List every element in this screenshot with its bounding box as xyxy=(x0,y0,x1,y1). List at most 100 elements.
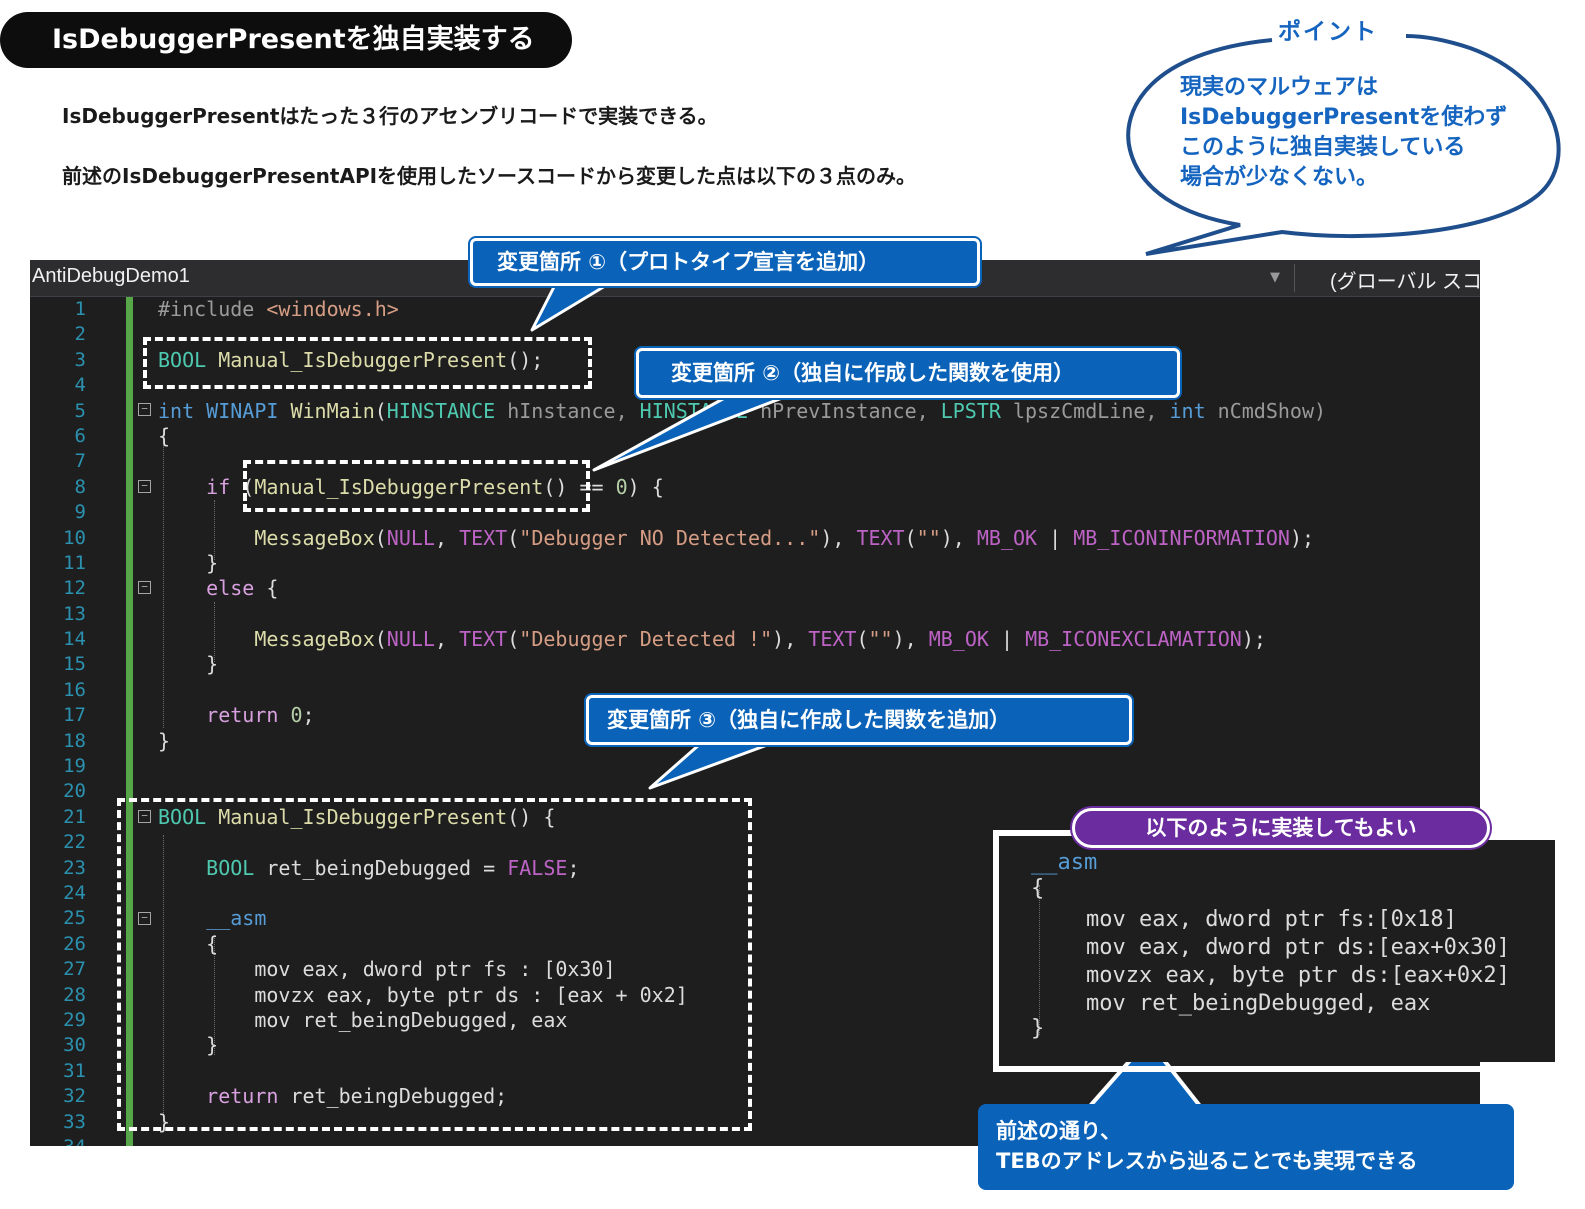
code-line: mov eax, dword ptr fs : [0x30] xyxy=(254,957,616,982)
line-number: 29 xyxy=(63,1008,86,1031)
line-number: 18 xyxy=(63,729,86,752)
scope-dropdown[interactable]: (グローバル スコー xyxy=(1330,271,1480,293)
code-area[interactable]: #include <windows.h> BOOL Manual_IsDebug… xyxy=(158,297,1326,1135)
line-number: 8 xyxy=(74,475,86,498)
line-number: 24 xyxy=(63,881,86,904)
point-bubble xyxy=(1126,34,1561,256)
line-numbers: 1 2 3 4 5 6 7 8 9 10 11 12 13 14 15 16 1… xyxy=(30,297,86,1146)
line-number: 12 xyxy=(63,577,86,600)
line-number: 17 xyxy=(63,704,86,727)
point-line: 現実のマルウェアは xyxy=(1180,75,1379,100)
line-number: 30 xyxy=(63,1034,86,1057)
line-number: 23 xyxy=(63,856,86,879)
code-line: } xyxy=(206,550,219,575)
teb-note: 前述の通り、 TEBのアドレスから辿ることでも実現できる xyxy=(978,1104,1514,1190)
indent-guide xyxy=(214,500,215,560)
line-number: 5 xyxy=(74,399,86,422)
code-line: } xyxy=(206,1033,219,1058)
project-dropdown[interactable]: AntiDebugDemo1 xyxy=(32,265,190,287)
code-line: return ret_beingDebugged; xyxy=(206,1084,508,1109)
teb-note-line: 前述の通り、 xyxy=(996,1119,1122,1143)
line-number: 28 xyxy=(63,983,86,1006)
code-line: #include <windows.h> xyxy=(158,297,399,321)
line-number: 25 xyxy=(63,907,86,930)
collapse-icon[interactable]: − xyxy=(138,581,151,594)
indent-guide xyxy=(1039,885,1040,1035)
asm-line: mov eax, dword ptr ds:[eax+0x30] xyxy=(1086,935,1510,960)
asm-keyword: __asm xyxy=(1031,850,1098,875)
highlight-box-function xyxy=(117,798,752,1131)
point-line: IsDebuggerPresentを使わず xyxy=(1180,105,1508,130)
collapse-icon[interactable]: − xyxy=(138,810,151,823)
line-number: 20 xyxy=(63,780,86,803)
code-line: } xyxy=(158,728,171,753)
code-line: if (Manual_IsDebuggerPresent() == 0) { xyxy=(206,474,664,499)
line-number: 21 xyxy=(63,805,86,828)
code-line: } xyxy=(206,652,219,677)
indent-guide xyxy=(214,602,215,662)
intro-line-1: IsDebuggerPresentはたった３行のアセンブリコードで実装できる。 xyxy=(62,104,718,128)
line-number: 9 xyxy=(74,501,86,524)
chevron-down-icon[interactable]: ▼ xyxy=(1270,270,1280,285)
indent-guide xyxy=(163,428,164,728)
alt-implementation-label: 以下のように実装してもよい xyxy=(1072,808,1490,848)
code-line: int WINAPI WinMain(HINSTANCE hInstance, … xyxy=(158,398,1327,423)
page-title: IsDebuggerPresentを独自実装する xyxy=(0,12,572,68)
line-number: 22 xyxy=(63,831,86,854)
alt-implementation-frame xyxy=(993,830,1565,1072)
code-line: return 0; xyxy=(206,703,315,728)
navbar-divider xyxy=(1294,264,1295,292)
line-number: 33 xyxy=(63,1110,86,1133)
collapse-icon[interactable]: − xyxy=(138,912,151,925)
code-line: mov ret_beingDebugged, eax xyxy=(254,1007,568,1032)
line-number: 11 xyxy=(63,551,86,574)
line-number: 4 xyxy=(74,374,86,397)
asm-line: mov ret_beingDebugged, eax xyxy=(1086,991,1431,1016)
intro-line-2: 前述のIsDebuggerPresentAPIを使用したソースコードから変更した… xyxy=(62,164,917,188)
code-line xyxy=(158,754,1326,779)
code-line: MessageBox(NULL, TEXT("Debugger Detected… xyxy=(254,627,1266,652)
code-line: { xyxy=(158,423,171,448)
line-number: 6 xyxy=(74,424,86,447)
code-line: { xyxy=(206,931,219,956)
teb-note-line: TEBのアドレスから辿ることでも実現できる xyxy=(996,1149,1418,1173)
code-line: BOOL Manual_IsDebuggerPresent(); xyxy=(158,347,544,372)
code-line: MessageBox(NULL, TEXT("Debugger NO Detec… xyxy=(254,525,1315,550)
collapse-icon[interactable]: − xyxy=(138,480,151,493)
collapse-icon[interactable]: − xyxy=(138,403,151,416)
highlight-box-call xyxy=(243,460,590,512)
alt-implementation-panel: __asm { mov eax, dword ptr fs:[0x18] mov… xyxy=(1003,840,1555,1062)
asm-close-brace: } xyxy=(1031,1016,1045,1041)
line-number: 2 xyxy=(74,323,86,346)
line-number: 14 xyxy=(63,628,86,651)
indent-guide xyxy=(214,935,215,1055)
asm-open-brace: { xyxy=(1031,876,1045,901)
line-number: 32 xyxy=(63,1085,86,1108)
line-number: 3 xyxy=(74,348,86,371)
callout-change-2: 変更箇所 ②（独自に作成した関数を使用） xyxy=(636,348,1180,398)
point-text: 現実のマルウェアは IsDebuggerPresentを使わず このように独自実… xyxy=(1180,73,1507,193)
code-line xyxy=(158,602,1326,627)
highlight-box-prototype xyxy=(143,337,592,389)
line-number: 27 xyxy=(63,958,86,981)
callout-change-1: 変更箇所 ①（プロトタイプ宣言を追加） xyxy=(470,238,980,286)
indent-guide xyxy=(163,835,164,1125)
code-line: BOOL ret_beingDebugged = FALSE; xyxy=(206,855,580,880)
line-number: 26 xyxy=(63,932,86,955)
code-line: movzx eax, byte ptr ds : [eax + 0x2] xyxy=(254,982,688,1007)
line-number: 31 xyxy=(63,1059,86,1082)
change-indicator-bar xyxy=(126,297,133,1146)
callout-change-3: 変更箇所 ③（独自に作成した関数を追加） xyxy=(586,695,1132,745)
line-number: 16 xyxy=(63,678,86,701)
point-line: 場合が少なくない。 xyxy=(1180,165,1379,190)
line-number: 1 xyxy=(74,298,86,320)
code-line: __asm xyxy=(206,906,267,931)
line-number: 7 xyxy=(74,450,86,473)
code-line: BOOL Manual_IsDebuggerPresent() { xyxy=(158,804,556,829)
asm-line: movzx eax, byte ptr ds:[eax+0x2] xyxy=(1086,963,1510,988)
asm-line: mov eax, dword ptr fs:[0x18] xyxy=(1086,907,1457,932)
line-number: 10 xyxy=(63,526,86,549)
line-number: 15 xyxy=(63,653,86,676)
line-number: 19 xyxy=(63,755,86,778)
point-line: このように独自実装している xyxy=(1180,135,1466,160)
